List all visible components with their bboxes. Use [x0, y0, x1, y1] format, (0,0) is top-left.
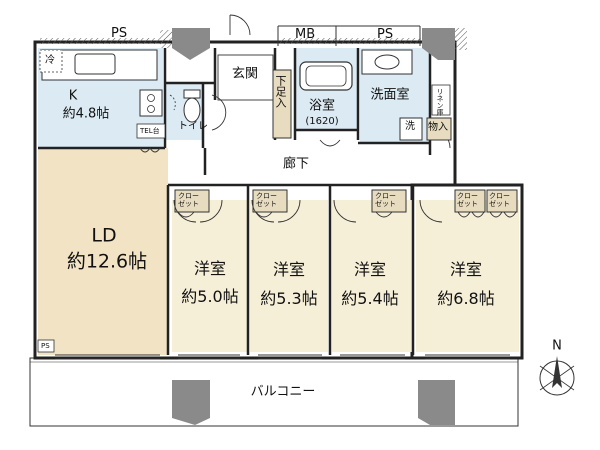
interior-walls — [38, 48, 520, 355]
fridge-label: 冷 — [45, 55, 55, 66]
washer-box — [399, 117, 423, 141]
room1-floor — [172, 200, 247, 352]
storage-label: 物入 — [428, 122, 448, 133]
balcony-label: バルコニー — [250, 384, 316, 400]
room3-floor — [332, 200, 412, 352]
closet-3 — [371, 189, 407, 213]
tel-box — [136, 123, 166, 139]
ps-top-strip — [40, 38, 165, 44]
kitchen-name: K — [68, 88, 78, 104]
ps-top-label: PS — [111, 26, 128, 41]
door-swings — [139, 14, 517, 223]
toilet-label: トイレ — [178, 121, 208, 132]
ps-top-right-label: PS — [377, 27, 394, 42]
ld-size: 約12.6帖 — [66, 250, 148, 273]
ps-bottom-label: PS — [41, 342, 50, 350]
basin-icon — [374, 54, 400, 70]
wash-basin-counter — [361, 49, 413, 75]
compass-icon — [539, 356, 575, 396]
room1-name: 洋室 — [193, 259, 227, 278]
bath-name: 浴室 — [308, 98, 336, 114]
linen-box — [431, 84, 451, 116]
closet-1-label: クロー ゼット — [178, 192, 199, 208]
shoe-storage-label: 下足入 — [274, 75, 287, 108]
kitchen-size: 約4.8帖 — [62, 106, 110, 122]
room3-size: 約5.4帖 — [341, 289, 399, 308]
closet-2-label: クロー ゼット — [256, 192, 277, 208]
shoe-storage-box — [272, 69, 292, 139]
closet-4a-label: クロー ゼット — [457, 192, 478, 208]
stove-icon — [139, 89, 163, 117]
linen-label: リネン庫 — [436, 88, 444, 116]
closet-3-label: クロー ゼット — [375, 192, 396, 208]
mb-label: MB — [295, 27, 316, 42]
room4-name: 洋室 — [449, 260, 483, 279]
room2-name: 洋室 — [272, 260, 306, 279]
sink-icon — [74, 53, 116, 75]
tel-label: TEL台 — [140, 127, 160, 135]
room4-floor — [416, 200, 519, 352]
ld-name: LD — [91, 224, 117, 247]
washroom-label: 洗面室 — [370, 87, 410, 103]
north-label: N — [552, 338, 562, 354]
ps-right-strip — [280, 38, 422, 44]
room2-size: 約5.3帖 — [260, 289, 318, 308]
closet-4b-label: クロー ゼット — [489, 192, 510, 208]
toilet-icon — [183, 97, 201, 123]
bathtub-icon — [299, 61, 353, 91]
room2-floor — [250, 200, 328, 352]
room3-name: 洋室 — [353, 260, 387, 279]
genkan-label: 玄関 — [231, 66, 259, 82]
closet-1 — [174, 189, 210, 213]
fridge-box — [39, 49, 63, 73]
corridor-label: 廊下 — [282, 156, 310, 172]
storage-box — [426, 117, 452, 141]
ld-floor — [38, 148, 168, 355]
room4-size: 約6.8帖 — [437, 289, 495, 308]
washer-label: 洗 — [405, 121, 415, 132]
closet-2 — [252, 189, 288, 213]
windows — [55, 354, 510, 360]
bath-size: (1620) — [305, 116, 339, 127]
pillars — [160, 28, 467, 425]
room1-size: 約5.0帖 — [181, 287, 239, 306]
ps-bottom-box — [37, 339, 55, 353]
